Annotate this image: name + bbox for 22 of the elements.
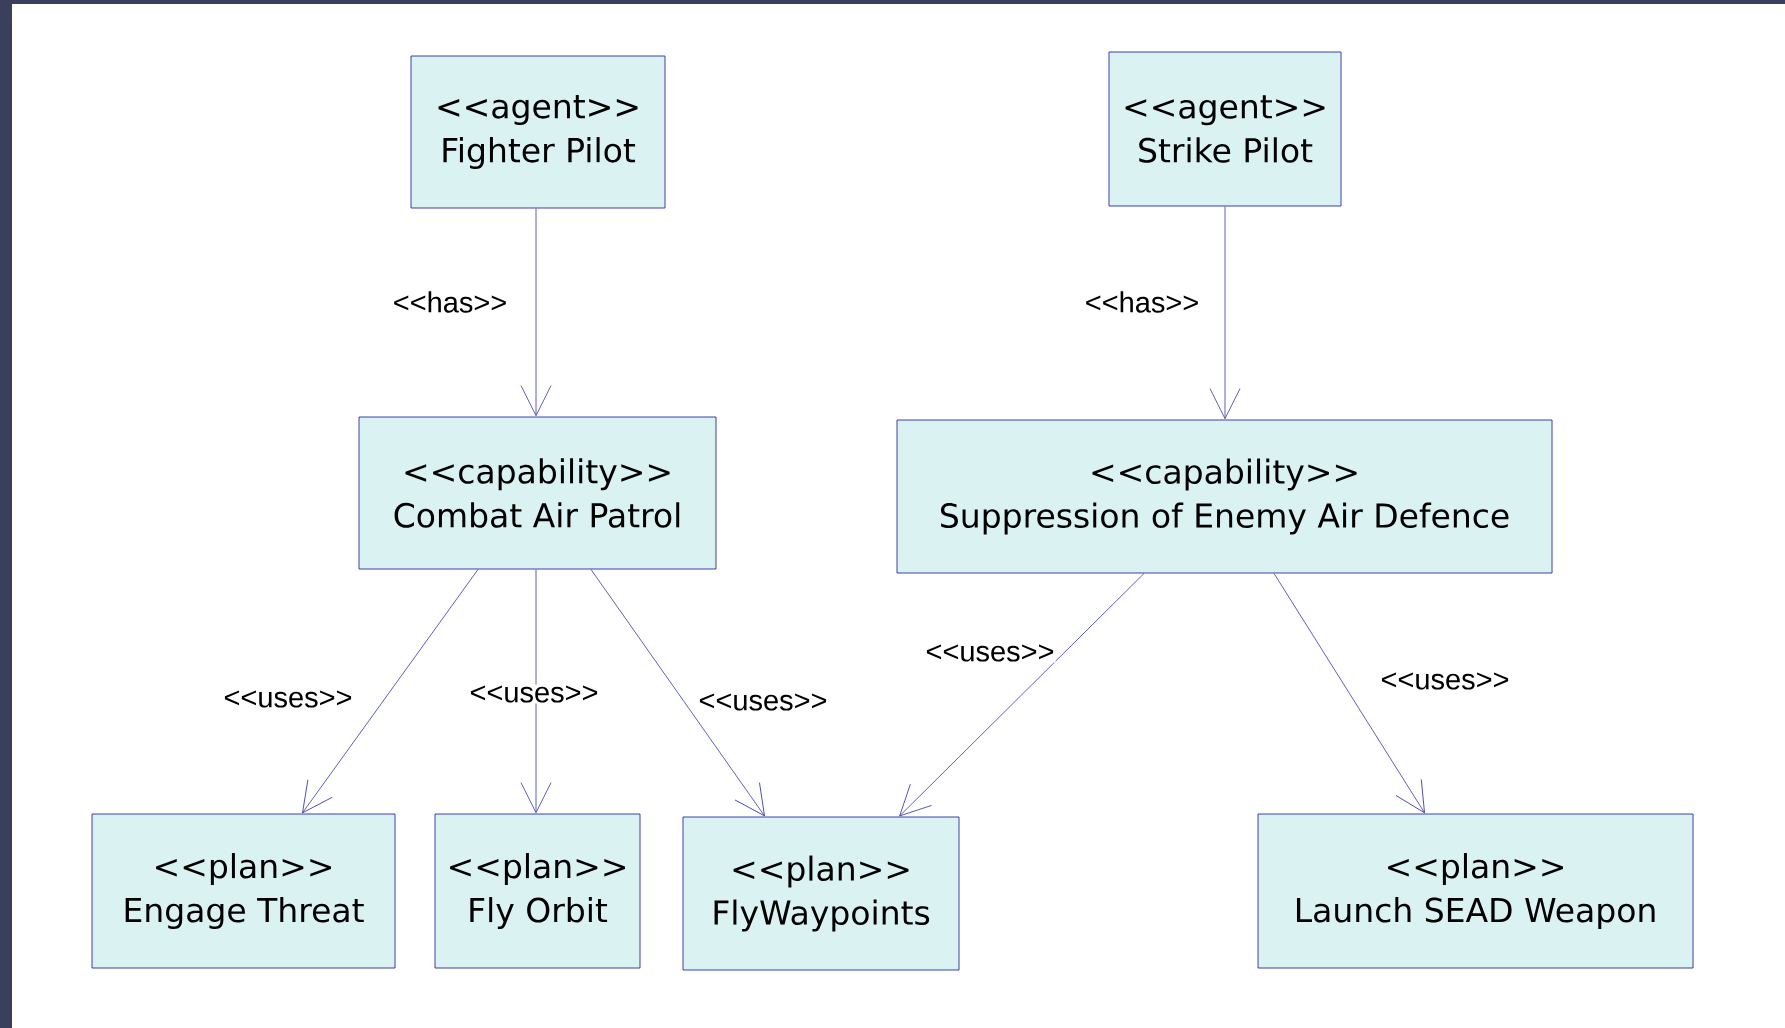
- edge-label: <<uses>>: [468, 684, 600, 704]
- edge-label: <<has>>: [1083, 290, 1201, 314]
- arrow: [520, 208, 552, 417]
- arrow: [590, 569, 765, 817]
- uml-box: <<capability>> Combat Air Patrol: [358, 416, 717, 570]
- arrow: [520, 569, 552, 814]
- uml-box: <<plan>> Fly Orbit: [434, 813, 641, 969]
- edge-label: <<uses>>: [697, 692, 829, 712]
- arrow: [302, 569, 479, 814]
- edge-label: <<uses>>: [924, 643, 1056, 663]
- uml-box: <<plan>> FlyWaypoints: [682, 816, 960, 971]
- arrow: [1209, 206, 1241, 420]
- uml-box: <<agent>> Strike Pilot: [1108, 51, 1342, 207]
- edge-label: <<has>>: [391, 290, 509, 314]
- uml-box: <<plan>> Launch SEAD Weapon: [1257, 813, 1694, 969]
- edge-label: <<uses>>: [1379, 671, 1511, 691]
- uml-box: <<agent>> Fighter Pilot: [410, 55, 666, 209]
- uml-box: <<plan>> Engage Threat: [91, 813, 396, 969]
- edge-label: <<uses>>: [222, 689, 354, 709]
- arrow: [899, 573, 1145, 817]
- arrow: [1273, 573, 1425, 814]
- uml-box: <<capability>> Suppression of Enemy Air Defence: [896, 419, 1553, 574]
